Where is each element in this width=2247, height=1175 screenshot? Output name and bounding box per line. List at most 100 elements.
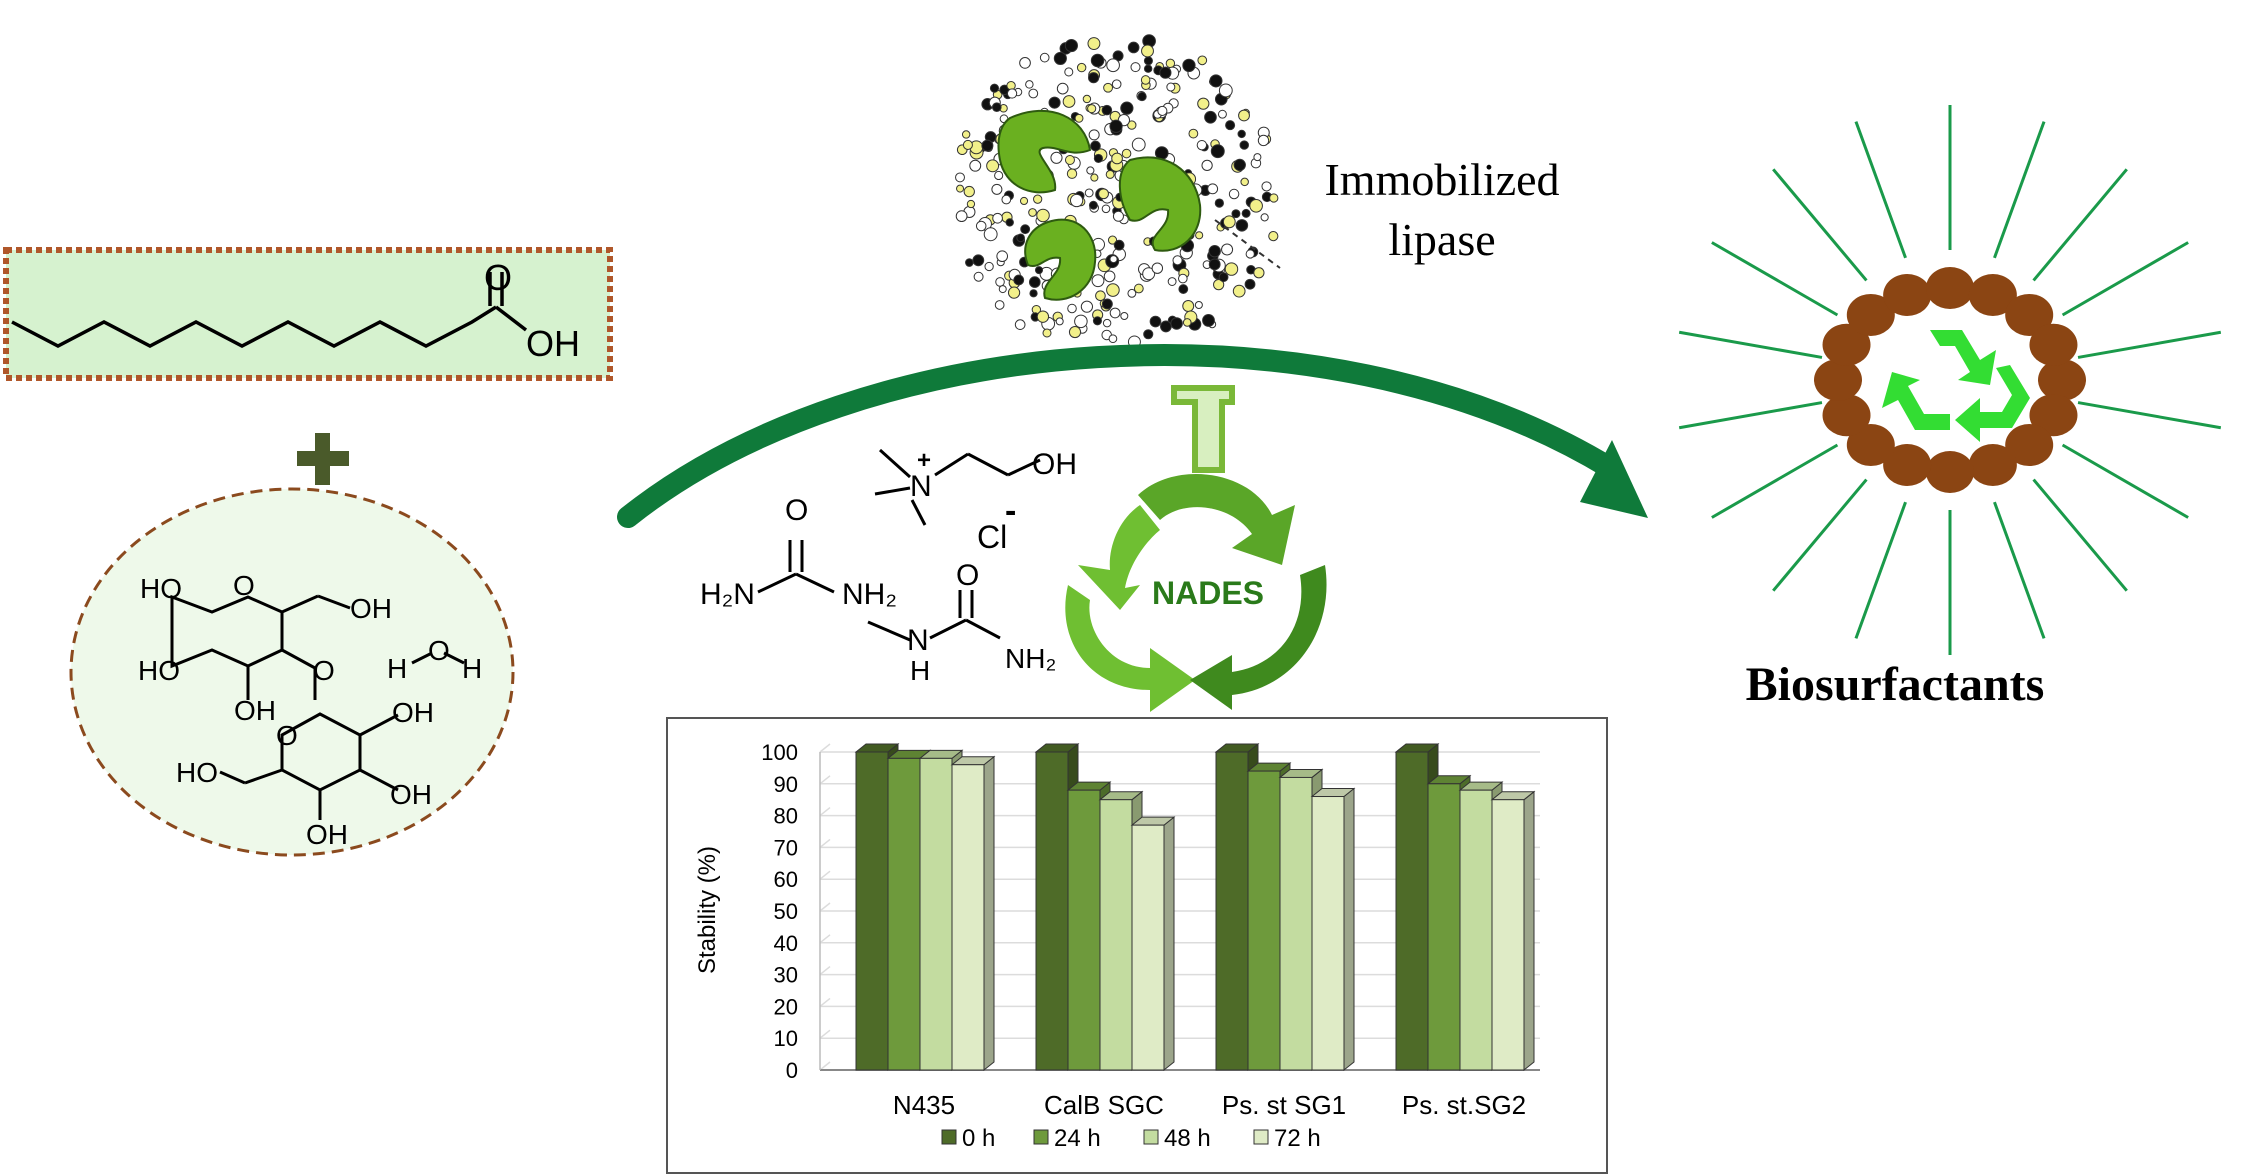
support-particle: [981, 139, 994, 152]
support-particle: [1238, 109, 1250, 122]
support-particle: [994, 300, 1005, 310]
support-particle: [1111, 79, 1122, 90]
support-particles: [955, 34, 1279, 349]
support-particle: [1055, 317, 1064, 326]
legend-label: 72 h: [1274, 1125, 1321, 1152]
y-tick-label: 60: [774, 867, 798, 892]
support-particle: [1228, 188, 1240, 200]
choline-n-label: N: [910, 470, 932, 503]
sugar-label-ho-2: HO: [138, 655, 180, 686]
support-particle: [1232, 284, 1246, 298]
reaction-arrow-body: [617, 344, 1621, 528]
sugar-label-ho-1: HO: [140, 573, 182, 604]
support-particle: [1013, 274, 1025, 286]
support-particle: [1210, 144, 1225, 159]
support-particle: [1222, 215, 1236, 229]
y-tick-label: 10: [774, 1026, 798, 1051]
support-particle: [1088, 129, 1100, 141]
support-particle: [1107, 235, 1118, 245]
support-particle: [1020, 224, 1031, 235]
support-particle: [1218, 272, 1229, 283]
surfactant-head: [1814, 359, 1862, 401]
chart-bars: [854, 742, 1536, 1072]
support-particle: [1261, 181, 1272, 192]
surfactant-tail: [1678, 330, 1823, 359]
biosurfactants-label: Biosurfactants: [1746, 658, 2045, 711]
support-particle: [1064, 155, 1075, 165]
surfactant-tail: [2061, 443, 2189, 519]
grid-line-depth: [819, 966, 831, 976]
support-tail: [1214, 219, 1281, 269]
legend-swatch: [1033, 1129, 1049, 1145]
y-tick-label: 70: [774, 835, 798, 860]
support-particle: [1019, 57, 1031, 69]
support-particle: [1087, 104, 1097, 114]
methylurea: O N H NH₂: [867, 559, 1056, 686]
surfactant-tail: [2032, 478, 2128, 592]
support-particle: [961, 130, 971, 139]
support-particle: [1109, 307, 1121, 319]
support-particle: [1178, 273, 1188, 284]
micelle-illustration: [1678, 105, 2222, 655]
support-particle: [991, 102, 1002, 112]
support-particle: [1194, 300, 1203, 309]
bar-side: [983, 755, 995, 1072]
recycle-arrow-left-icon: [1065, 505, 1195, 712]
support-particle: [1207, 183, 1219, 195]
sugar-label-oh-5: OH: [306, 819, 348, 850]
support-particle: [1182, 318, 1192, 327]
surfactant-head: [1926, 267, 1974, 309]
grid-line-depth: [819, 1061, 831, 1071]
support-particle: [1036, 208, 1050, 223]
support-particle: [983, 227, 998, 242]
surfactant-tail: [1678, 401, 1823, 430]
support-particle: [1101, 298, 1113, 310]
support-particle: [1048, 96, 1061, 109]
choline-oh-label: OH: [1032, 448, 1077, 481]
bar-front: [1395, 751, 1429, 1071]
surfactant-head: [1883, 443, 1932, 486]
bar-front: [1279, 776, 1313, 1071]
urea-h2n-label: H₂N: [700, 578, 755, 611]
immobilized-lipase-label-2: lipase: [1388, 214, 1495, 265]
category-label: Ps. st SG1: [1222, 1090, 1346, 1120]
support-particle: [1196, 139, 1208, 151]
y-tick-label: 20: [774, 994, 798, 1019]
methylurea-n-label: N: [907, 624, 929, 657]
support-particle: [1268, 231, 1279, 242]
support-particle: [1082, 94, 1092, 104]
bar-front: [855, 751, 889, 1071]
surfactant-head: [2038, 359, 2086, 401]
support-particle: [1064, 38, 1078, 53]
support-particle: [1151, 262, 1164, 274]
surfactant-head: [1846, 293, 1895, 336]
grid-line-depth: [819, 838, 831, 848]
surfactant-head: [2005, 293, 2054, 336]
support-particle: [1111, 152, 1123, 165]
category-label: CalB SGC: [1044, 1090, 1164, 1120]
support-particle: [1106, 283, 1120, 297]
surfactant-head: [1926, 451, 1974, 493]
support-particle: [1170, 317, 1183, 330]
support-particle: [1103, 82, 1114, 93]
support-particle: [1090, 173, 1099, 182]
legend-label: 0 h: [962, 1125, 995, 1152]
support-particle: [1087, 37, 1101, 50]
grid-line-depth: [819, 1029, 831, 1039]
support-particle: [1090, 53, 1105, 68]
support-particle: [1062, 95, 1076, 108]
legend-swatch: [1253, 1129, 1269, 1145]
sugar-label-o-bridge: O: [313, 655, 335, 686]
support-particle: [1120, 311, 1129, 320]
surfactant-head: [2005, 424, 2054, 467]
support-particle: [1166, 82, 1176, 92]
support-particle: [1249, 199, 1263, 213]
grid-line-depth: [819, 997, 831, 1007]
support-particle: [1108, 334, 1118, 344]
support-particle: [1241, 208, 1251, 218]
support-particle: [1101, 104, 1113, 116]
sugar-label-oh-4: OH: [390, 779, 432, 810]
chloride-minus-label: -: [1005, 492, 1016, 530]
